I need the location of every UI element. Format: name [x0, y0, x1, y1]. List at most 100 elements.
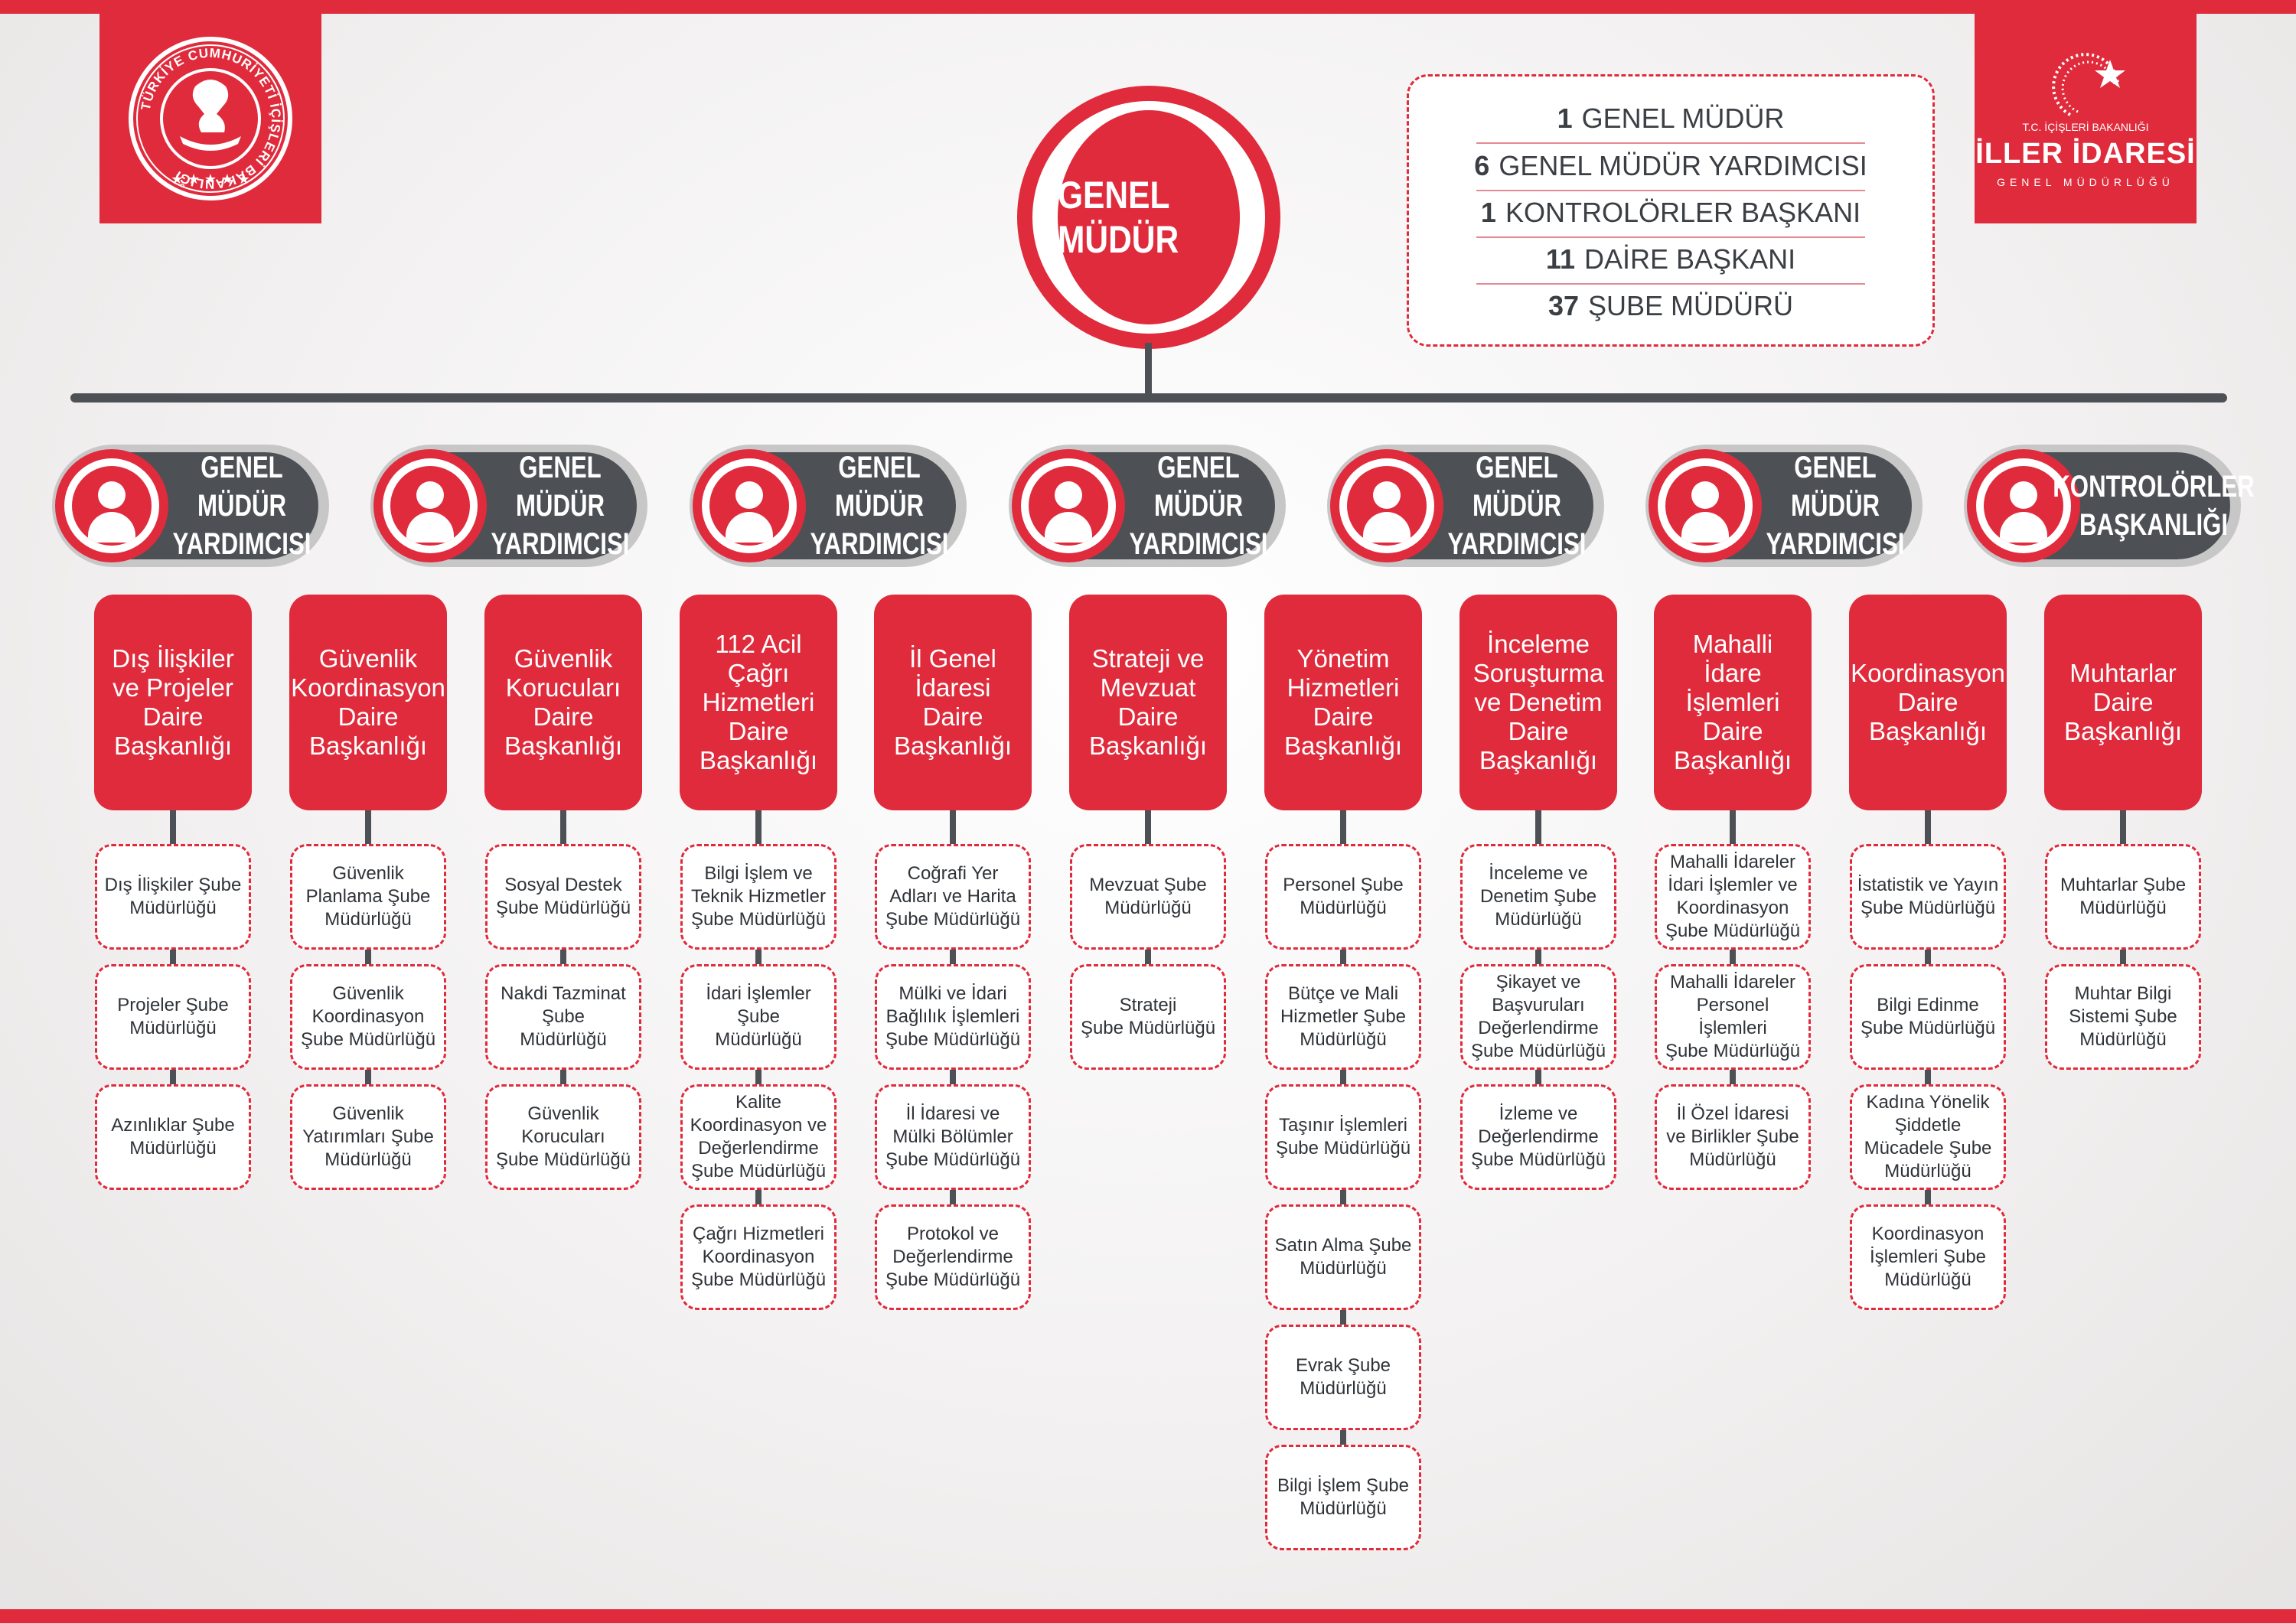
branch-office-name-line: Müdürlüğü: [129, 1138, 217, 1159]
branch-office-name-line: Güvenlik: [332, 863, 404, 884]
department-name-line: Mevzuat: [1100, 673, 1196, 702]
branch-office-name-line: Kadına Yönelik: [1866, 1092, 1990, 1113]
branch-office-name-line: Güvenlik: [332, 983, 404, 1004]
branch-office-name-line: İstatistik ve Yayın: [1857, 875, 1999, 895]
person-icon-head: [2010, 481, 2037, 509]
department-name-line: Başkanlığı: [113, 732, 233, 760]
branch-office-name-line: İzleme ve: [1499, 1103, 1578, 1124]
branch-office-name-line: İdari İşlemler: [706, 983, 811, 1004]
branch-office-name-line: Şube Müdürlüğü: [885, 1149, 1021, 1170]
person-icon-head: [1373, 481, 1401, 509]
avatar: [55, 449, 168, 562]
department-name-line: Başkanlığı: [1868, 717, 1988, 745]
department-name-line: Dış İlişkiler: [112, 644, 234, 673]
person-icon-body: [88, 512, 135, 543]
branch-office-name-line: Şube Müdürlüğü: [885, 909, 1021, 930]
branch-office-name-line: Müdürlüğü: [715, 1029, 802, 1050]
avatar: [1330, 449, 1443, 562]
branch-office-name-line: İnceleme ve: [1489, 863, 1588, 884]
branch-office-name-line: Dış İlişkiler Şube: [104, 875, 242, 895]
person-icon: [709, 466, 789, 546]
branch-office-name-line: Şiddetle: [1894, 1115, 1962, 1136]
branch-office-name-line: Bilgi Edinme: [1877, 995, 1979, 1015]
summary-label: ŞUBE MÜDÜRÜ: [1588, 290, 1794, 321]
branch-office-name-line: Mahalli İdareler: [1669, 852, 1796, 872]
department-name-line: Daire: [1117, 702, 1179, 731]
main-horizontal-connector: [70, 393, 2227, 402]
branch-office-name-line: Şube Müdürlüğü: [690, 909, 827, 930]
branch-office-name-line: Müdürlüğü: [129, 1018, 217, 1038]
branch-office-name-line: Muhtar Bilgi: [2074, 983, 2172, 1004]
branch-office-name-line: Müdürlüğü: [1884, 1269, 1971, 1290]
branch-office-name-line: Şube: [541, 1006, 585, 1027]
ministry-seal-logo: TÜRKİYE CUMHURİYETİ İÇİŞLERİ BAKANLIĞI ★…: [99, 14, 321, 223]
branch-office-name-line: Nakdi Tazminat: [501, 983, 626, 1004]
department-name-line: Daire: [1897, 688, 1958, 716]
summary-divider: [1476, 236, 1865, 238]
branch-office-name-line: Değerlendirme: [1478, 1018, 1599, 1038]
branch-office-name-line: Şube Müdürlüğü: [495, 1149, 631, 1170]
department-name-line: İdare: [1704, 659, 1762, 687]
branch-office-name-line: Coğrafi Yer: [907, 863, 999, 884]
branch-office-name-line: Güvenlik: [332, 1103, 404, 1124]
branch-office-name-line: Şube: [736, 1006, 781, 1027]
branch-office-name-line: Personel İşlemleri: [1696, 995, 1769, 1038]
department-name-line: Soruşturma: [1473, 659, 1604, 687]
branch-office-name-line: Bütçe ve Mali: [1287, 983, 1399, 1004]
department-name-line: Güvenlik: [514, 644, 613, 673]
department-name-line: Başkanlığı: [1479, 746, 1598, 774]
department-name-line: 112 Acil: [715, 630, 802, 658]
branch-office-name-line: Personel Şube: [1283, 875, 1404, 895]
branch-office-name-line: Planlama Şube: [305, 886, 431, 907]
department-name-line: Başkanlığı: [308, 732, 428, 760]
person-icon-body: [1363, 512, 1411, 543]
branch-office-name-line: Bilgi İşlem ve: [704, 863, 813, 884]
summary-count: 1: [1480, 197, 1496, 228]
branch-office-name-line: ve Birlikler Şube: [1666, 1126, 1799, 1147]
branch-office-name-line: Müdürlüğü: [1300, 1258, 1387, 1279]
branch-office-name-line: Bilgi İşlem Şube: [1277, 1475, 1410, 1496]
branch-office-name-line: Müdürlüğü: [325, 909, 412, 930]
person-icon-head: [416, 481, 444, 509]
person-icon-body: [2000, 512, 2047, 543]
department-name-line: Strateji ve: [1091, 644, 1205, 673]
deputy-title-line: YARDIMCISI: [172, 527, 311, 561]
branch-office-name-line: Müdürlüğü: [2079, 898, 2167, 918]
deputy-title-line: YARDIMCISI: [491, 527, 630, 561]
deputy-title-line: GENEL MÜDÜR: [1153, 451, 1244, 523]
branch-office-name-line: Değerlendirme: [698, 1138, 819, 1159]
branch-office-name-line: Satın Alma Şube: [1274, 1235, 1412, 1256]
branch-office-name-line: Müdürlüğü: [1300, 1029, 1387, 1050]
person-icon-body: [406, 512, 454, 543]
branch-office-name-line: Şube Müdürlüğü: [1665, 921, 1801, 941]
department-name-line: Güvenlik: [318, 644, 418, 673]
branch-office-name-line: Şube Müdürlüğü: [1860, 898, 1996, 918]
branch-office-name-line: İdari İşlemler ve: [1668, 875, 1798, 895]
